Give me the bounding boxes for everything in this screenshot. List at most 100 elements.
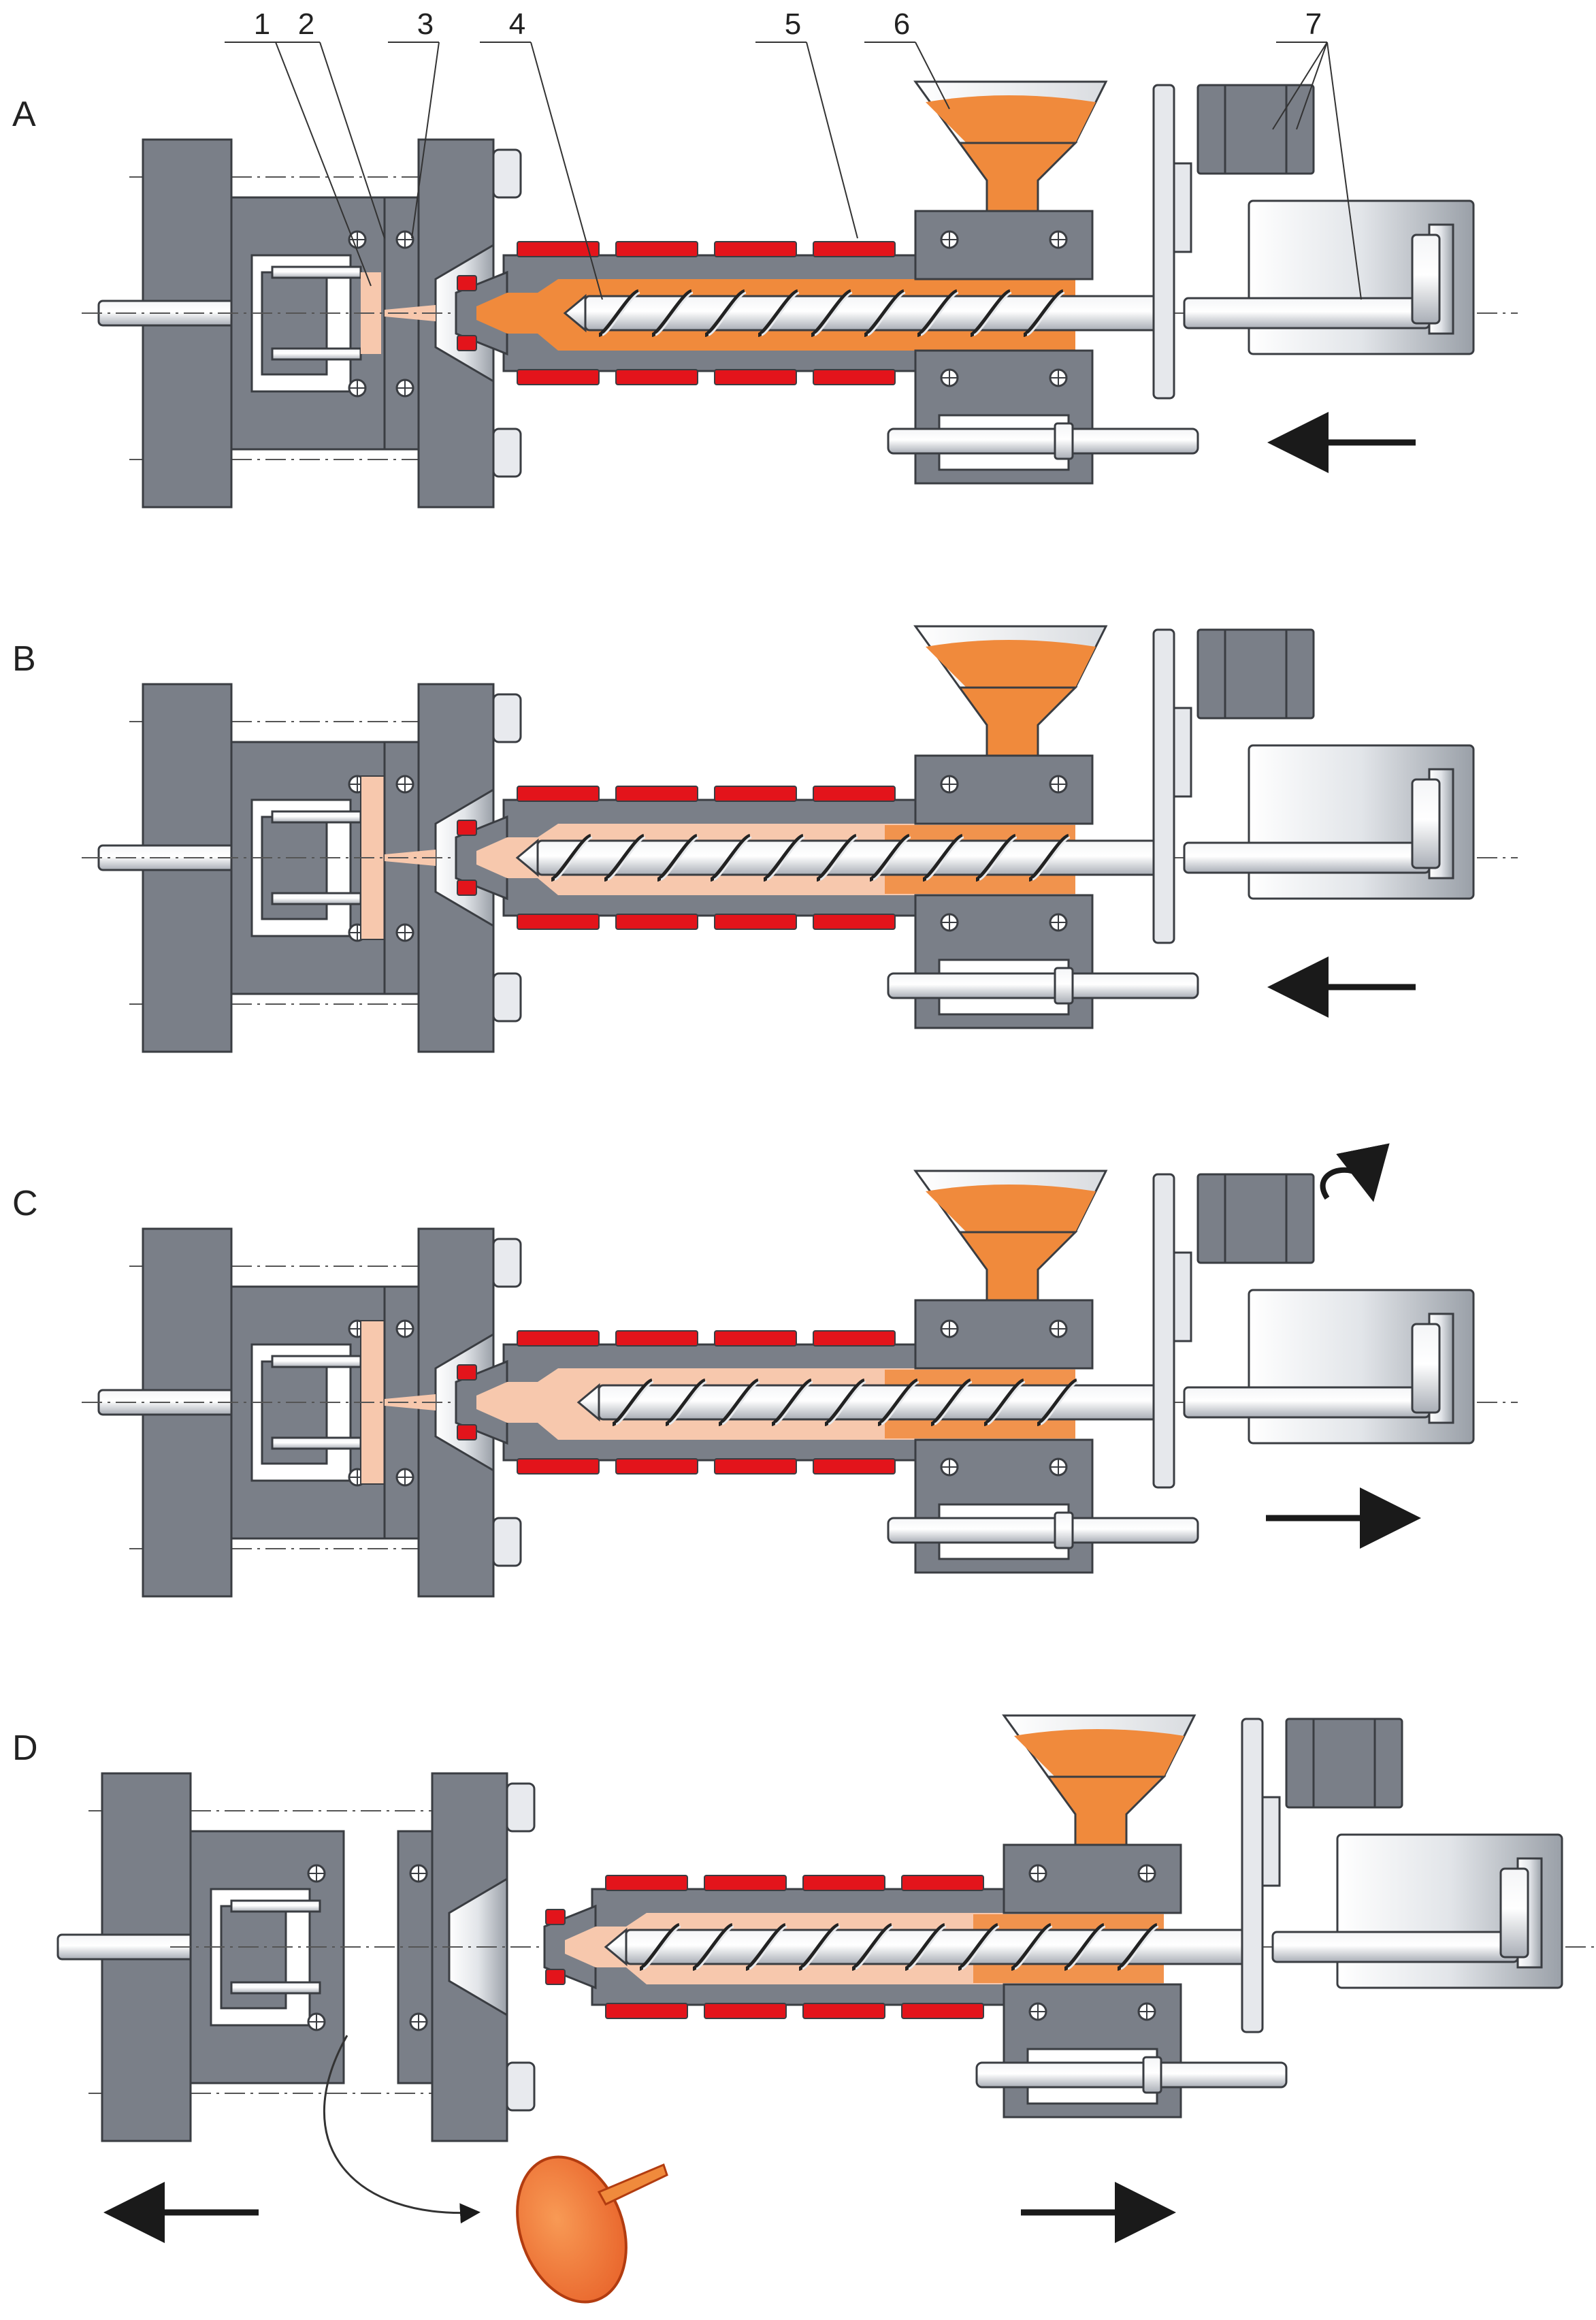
screw-flight-shine <box>708 291 747 336</box>
screw-flight-shine <box>721 1381 760 1425</box>
clamp-unit <box>56 1772 476 2142</box>
guide-rod <box>975 2061 1288 2089</box>
screw-flight <box>810 289 852 337</box>
tie-bar-nut <box>506 1782 536 1833</box>
stationary-side <box>383 138 522 509</box>
tie-bar-nut <box>506 2061 536 2112</box>
ejector-pin <box>271 892 362 905</box>
heater-band <box>605 2003 688 2019</box>
molded-part <box>516 2155 628 2304</box>
sprue-melt <box>385 1394 436 1411</box>
screw-flight <box>983 1379 1025 1426</box>
screw-flight <box>824 1379 866 1426</box>
heater-band <box>714 1330 797 1347</box>
screw-flight-shine <box>554 836 593 881</box>
rotation-arrow-icon <box>1320 1143 1390 1202</box>
hopper-granules <box>926 1185 1096 1232</box>
ejector-pin <box>271 347 362 361</box>
heater-band <box>615 914 698 930</box>
nozzle-heater <box>457 275 477 291</box>
screw-flight <box>638 1923 681 1971</box>
heater-band <box>813 786 896 802</box>
screw-flight-shine <box>873 836 911 881</box>
panel-letter: B <box>12 639 36 679</box>
callout-leader <box>915 42 950 110</box>
screw-flight-shine <box>607 836 646 881</box>
piston <box>1411 778 1441 869</box>
hopper-granules <box>926 640 1096 688</box>
screw-flight <box>1028 834 1070 882</box>
callout-leader <box>275 42 372 287</box>
screw-flight-shine <box>713 836 752 881</box>
callout-leader <box>1326 42 1362 300</box>
guide-rod <box>887 1517 1199 1544</box>
screw-flight <box>550 834 592 882</box>
hopper-granules <box>1014 1729 1184 1777</box>
piston-rod <box>1183 841 1431 874</box>
guide-rod <box>887 428 1199 455</box>
tie-bar-nut <box>492 1517 522 1567</box>
tie-bar-nut <box>492 148 522 199</box>
motor-core <box>1312 1718 1376 1809</box>
heater-band <box>517 1458 600 1475</box>
panel-letter: A <box>12 95 36 134</box>
callout-leader <box>530 42 603 300</box>
coupling <box>1173 1251 1192 1342</box>
callout-1: 1 <box>225 7 372 287</box>
callout-leader <box>806 42 858 239</box>
heater-band <box>517 786 600 802</box>
screw-flight <box>611 1379 653 1426</box>
heater-band <box>615 786 698 802</box>
nozzle-heater <box>545 1969 566 1985</box>
screw-flight <box>757 289 799 337</box>
panel-d: D <box>12 1714 1596 2304</box>
heater-band <box>813 1458 896 1475</box>
screw-flight <box>656 834 698 882</box>
panel-letter: C <box>12 1184 38 1223</box>
screw-flight-shine <box>615 1381 654 1425</box>
callout-number: 7 <box>1305 7 1322 41</box>
carriage-top <box>1003 1843 1182 1914</box>
screw-flight <box>868 834 911 882</box>
sprue-melt <box>385 305 436 321</box>
screw-flight <box>691 1923 734 1971</box>
drive-plate <box>1241 1718 1264 2033</box>
coupling <box>1261 1796 1281 1887</box>
screw-flight-shine <box>867 291 906 336</box>
callout-number: 2 <box>298 7 314 41</box>
screw-flight-shine <box>766 836 805 881</box>
ejector-pin <box>271 1436 362 1450</box>
screw-flight <box>709 834 751 882</box>
callout-6: 6 <box>864 7 950 110</box>
callout-2: 2 <box>269 7 385 239</box>
screw-flight-shine <box>655 291 694 336</box>
heater-band <box>714 914 797 930</box>
callout-number: 4 <box>509 7 525 41</box>
screw-flight-shine <box>828 1381 866 1425</box>
heater-band <box>802 2003 885 2019</box>
screw-flight <box>863 289 905 337</box>
heater-band <box>901 1875 984 1891</box>
screw-flight-shine <box>934 1381 973 1425</box>
injection-unit <box>82 625 1518 1029</box>
clamp-unit <box>97 1227 517 1598</box>
heater-band <box>813 241 896 257</box>
callout-5: 5 <box>755 7 858 239</box>
screw-flight-shine <box>802 1925 841 1970</box>
screw-flight <box>1063 1923 1105 1971</box>
nozzle-heater <box>457 820 477 836</box>
carriage-top <box>914 210 1094 280</box>
callout-leader <box>319 42 385 239</box>
heater-band <box>813 1330 896 1347</box>
screw-flight <box>664 1379 706 1426</box>
screw-flight <box>598 289 640 337</box>
screw-flight-shine <box>987 1381 1026 1425</box>
guide-collar <box>1142 2056 1162 2094</box>
direction-arrows <box>103 2035 1176 2304</box>
screw-flight-shine <box>1120 1925 1159 1970</box>
heater-band <box>714 786 797 802</box>
heater-band <box>517 1330 600 1347</box>
screw-flight <box>904 1923 946 1971</box>
screw-flight-shine <box>1032 836 1071 881</box>
